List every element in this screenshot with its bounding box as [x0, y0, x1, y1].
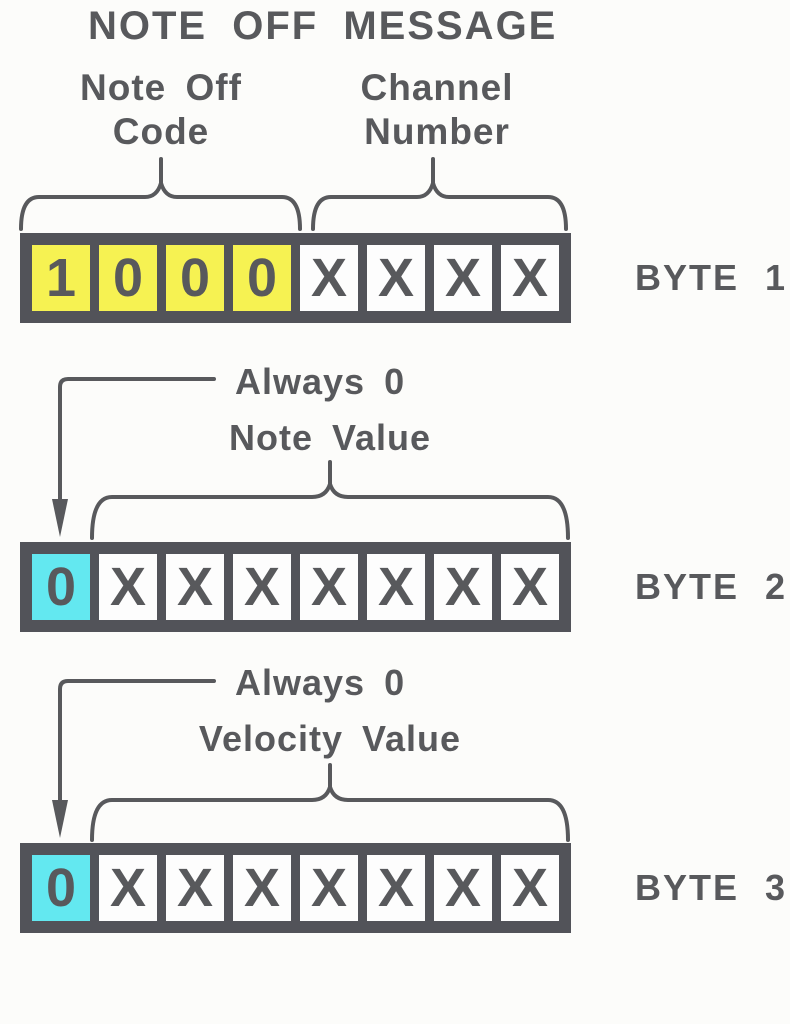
byte3-cell-6: X — [367, 855, 425, 921]
note-off-code-label-line1: Note Off — [80, 67, 242, 108]
byte1-row: 1 0 0 0 X X X X — [20, 233, 571, 323]
byte3-cell-3: X — [166, 855, 224, 921]
byte2-cell-6: X — [367, 554, 425, 620]
byte2-note-value-label: Note Value — [228, 417, 432, 458]
byte3-cell-1: 0 — [32, 855, 90, 921]
byte2-cell-4: X — [233, 554, 291, 620]
channel-number-label: Channel Number — [317, 66, 557, 154]
byte1-cell-4: 0 — [233, 245, 291, 311]
byte3-cell-4: X — [233, 855, 291, 921]
byte3-always-0-label: Always 0 — [235, 662, 406, 703]
byte1-cell-1: 1 — [32, 245, 90, 311]
byte1-cell-2: 0 — [99, 245, 157, 311]
byte3-cell-8: X — [501, 855, 559, 921]
byte2-cell-3: X — [166, 554, 224, 620]
byte1-cell-5: X — [300, 245, 358, 311]
byte2-cell-7: X — [434, 554, 492, 620]
byte3-always-0-arrowhead-icon — [52, 800, 68, 838]
byte3-velocity-value-brace — [90, 785, 570, 842]
byte3-cell-7: X — [434, 855, 492, 921]
note-off-code-brace — [19, 181, 302, 231]
byte3-label: BYTE 3 — [635, 867, 788, 908]
byte2-always-0-arrowhead-icon — [52, 499, 68, 537]
byte1-cell-3: 0 — [166, 245, 224, 311]
byte2-cell-8: X — [501, 554, 559, 620]
byte2-always-0-label: Always 0 — [235, 361, 406, 402]
byte1-label: BYTE 1 — [635, 257, 788, 298]
byte2-note-value-brace — [90, 482, 570, 540]
byte1-cell-7: X — [434, 245, 492, 311]
channel-number-brace — [311, 181, 568, 231]
note-off-code-label: Note Off Code — [40, 66, 282, 154]
byte1-cell-6: X — [367, 245, 425, 311]
byte2-cell-5: X — [300, 554, 358, 620]
byte1-cell-8: X — [501, 245, 559, 311]
byte2-cell-2: X — [99, 554, 157, 620]
byte3-cell-2: X — [99, 855, 157, 921]
byte3-velocity-value-label: Velocity Value — [198, 718, 462, 759]
byte3-cell-5: X — [300, 855, 358, 921]
channel-number-label-line2: Number — [364, 111, 510, 152]
note-off-code-label-line2: Code — [112, 111, 210, 152]
byte3-row: 0 X X X X X X X — [20, 843, 571, 933]
channel-number-label-line1: Channel — [360, 67, 514, 108]
byte2-label: BYTE 2 — [635, 566, 788, 607]
diagram-title: NOTE OFF MESSAGE — [88, 4, 558, 48]
byte2-cell-1: 0 — [32, 554, 90, 620]
byte2-row: 0 X X X X X X X — [20, 542, 571, 632]
